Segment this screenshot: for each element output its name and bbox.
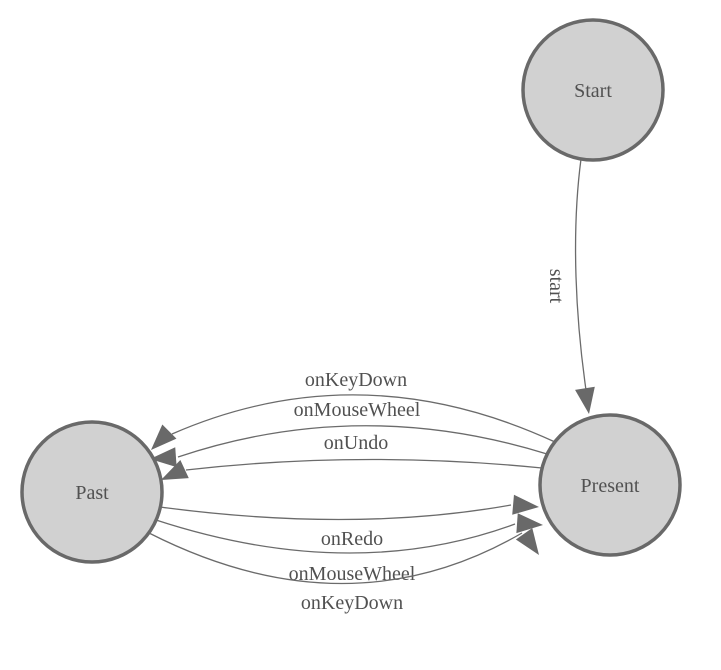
edge-line xyxy=(155,519,516,554)
edge-label-onkeydown-bottom: onKeyDown xyxy=(301,592,403,614)
edge-line xyxy=(177,425,548,458)
arrowhead-icon xyxy=(575,386,595,414)
edge-present-to-past-onkeydown: onKeyDown xyxy=(151,369,556,450)
edge-start-to-present: start xyxy=(545,158,595,414)
state-node-past: Past xyxy=(20,420,164,564)
arrowhead-icon xyxy=(161,459,189,480)
arrowhead-icon xyxy=(151,424,177,450)
edge-line xyxy=(574,158,587,391)
node-circle xyxy=(521,18,665,162)
node-label-present: Present xyxy=(581,475,640,497)
edge-present-to-past-onmousewheel: onMouseWheel xyxy=(150,399,548,468)
arrowhead-icon xyxy=(515,527,539,555)
edge-label-start: start xyxy=(545,269,567,304)
node-circle xyxy=(538,413,682,557)
edge-label-onundo: onUndo xyxy=(324,432,388,454)
edge-line xyxy=(159,504,512,521)
node-circle xyxy=(20,420,164,564)
edge-past-to-present-onmousewheel: onMouseWheel xyxy=(155,513,543,585)
edge-past-to-present-onredo: onRedo xyxy=(159,494,539,550)
edge-line xyxy=(185,458,543,471)
state-node-present: Present xyxy=(538,413,682,557)
edge-present-to-past-onundo: onUndo xyxy=(161,432,543,480)
edge-past-to-present-onkeydown: onKeyDown xyxy=(148,527,539,614)
edge-label-onmousewheel-bottom: onMouseWheel xyxy=(289,563,416,585)
arrowhead-icon xyxy=(516,513,543,534)
edge-line xyxy=(148,532,523,585)
edge-line xyxy=(171,394,556,443)
node-label-past: Past xyxy=(75,482,109,504)
arrowhead-icon xyxy=(150,447,177,468)
node-label-start: Start xyxy=(574,80,612,102)
edge-label-onkeydown-top: onKeyDown xyxy=(305,369,407,391)
arrowhead-icon xyxy=(512,494,539,515)
state-node-start: Start xyxy=(521,18,665,162)
edge-label-onmousewheel-top: onMouseWheel xyxy=(294,399,421,421)
edge-label-onredo: onRedo xyxy=(321,528,383,550)
